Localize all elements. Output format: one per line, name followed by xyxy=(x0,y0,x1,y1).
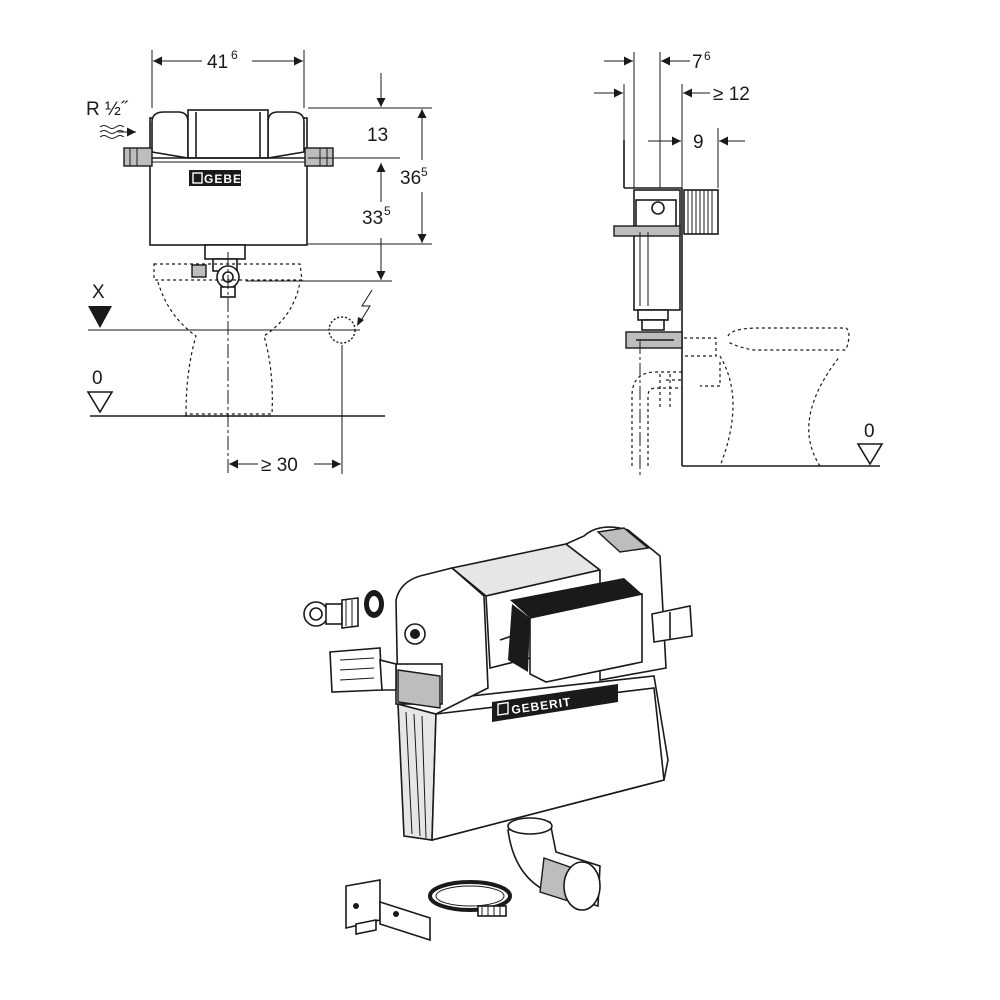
outline-triangle-icon xyxy=(86,391,114,414)
floor-bracket xyxy=(345,879,431,942)
dimension-min-gap: ≥ 12 xyxy=(594,84,750,188)
dimension-pipe-offset: 9 xyxy=(648,128,745,188)
isometric-view: GEBERIT xyxy=(303,526,693,942)
width-sup-label: 6 xyxy=(231,48,238,62)
drain-pipe-side xyxy=(631,340,682,476)
flush-plate-isometric xyxy=(499,578,643,683)
brand-logo-text: GEBERIT xyxy=(204,172,264,186)
floor-label-front: 0 xyxy=(92,368,103,389)
width-main-label: 41 xyxy=(207,52,228,73)
outlet-elbow xyxy=(507,817,601,911)
marker-x-label: X xyxy=(92,282,105,303)
water-flow-icon xyxy=(99,125,136,139)
floor-label-side: 0 xyxy=(864,421,875,442)
floor-level-side: 0 xyxy=(682,421,884,467)
total-height-main-label: 36 xyxy=(400,168,421,189)
floor-level-front: 0 xyxy=(86,368,385,417)
pipe-clamp xyxy=(428,880,512,917)
lower-height-sup-label: 5 xyxy=(384,204,391,218)
connection-label: R ½˝ xyxy=(86,99,129,120)
mounting-bracket-right xyxy=(651,605,693,643)
electrical-socket-icon xyxy=(328,289,373,344)
lateral-distance-label: ≥ 30 xyxy=(261,455,298,476)
mounting-bracket-left xyxy=(329,647,441,709)
outline-triangle-icon xyxy=(856,443,884,466)
level-marker-x: X xyxy=(88,282,360,331)
lower-height-main-label: 33 xyxy=(362,208,383,229)
dimension-width: 41 6 xyxy=(151,48,305,108)
top-offset-label: 13 xyxy=(367,125,388,146)
cistern-side xyxy=(613,189,683,349)
inlet-valve-parts xyxy=(303,590,384,629)
dimension-depth: 7 6 xyxy=(604,49,711,188)
dimension-lateral: ≥ 30 xyxy=(229,345,343,476)
water-connection-annotation: R ½˝ xyxy=(86,99,136,139)
flush-plate-side xyxy=(683,189,719,235)
filled-triangle-icon xyxy=(88,306,112,328)
side-view: 7 6 ≥ 12 9 xyxy=(594,49,884,476)
pipe-offset-label: 9 xyxy=(693,132,704,153)
min-gap-label: ≥ 12 xyxy=(713,84,750,105)
dimension-heights: 13 33 5 36 5 xyxy=(246,73,432,282)
front-view: 41 6 R ½˝ xyxy=(86,48,432,476)
depth-sup-label: 6 xyxy=(704,49,711,63)
brand-logo-iso xyxy=(492,684,618,722)
depth-main-label: 7 xyxy=(692,52,703,73)
toilet-outline-side xyxy=(684,327,850,467)
total-height-sup-label: 5 xyxy=(421,165,428,179)
cistern-front: GEBERIT xyxy=(123,109,334,298)
